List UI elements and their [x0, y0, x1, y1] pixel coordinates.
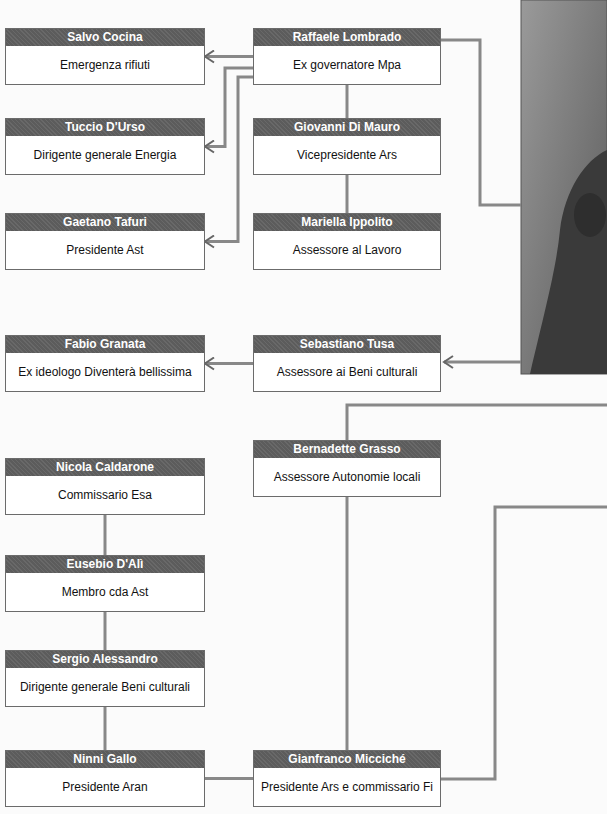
leader-line — [441, 507, 607, 779]
role-text: Ex governatore Mpa — [254, 46, 440, 84]
role-text: Ex ideologo Diventerà bellissima — [6, 353, 204, 391]
connector — [205, 55, 253, 58]
person-box: Ninni GalloPresidente Aran — [5, 750, 205, 807]
person-name: Bernadette Grasso — [254, 441, 440, 458]
person-name: Mariella Ippolito — [254, 214, 440, 231]
photo — [521, 0, 607, 374]
role-text: Commissario Esa — [6, 476, 204, 514]
person-box: Giovanni Di MauroVicepresidente Ars — [253, 118, 441, 175]
photo-figure — [574, 193, 606, 237]
person-name: Fabio Granata — [6, 336, 204, 353]
person-box: Sergio AlessandroDirigente generale Beni… — [5, 650, 205, 707]
role-text: Assessore ai Beni culturali — [254, 353, 440, 391]
person-box: Bernadette GrassoAssessore Autonomie loc… — [253, 440, 441, 497]
connector — [346, 175, 349, 213]
role-text: Presidente Ast — [6, 231, 204, 269]
person-box: Fabio GranataEx ideologo Diventerà belli… — [5, 335, 205, 392]
role-text: Dirigente generale Beni culturali — [6, 668, 204, 706]
person-name: Ninni Gallo — [6, 751, 204, 768]
role-text: Membro cda Ast — [6, 573, 204, 611]
connector — [205, 77, 253, 241]
person-name: Raffaele Lombrado — [254, 29, 440, 46]
person-name: Tuccio D'Urso — [6, 119, 204, 136]
person-box: Salvo CocinaEmergenza rifiuti — [5, 28, 205, 85]
connector — [104, 707, 107, 750]
person-name: Eusebio D'Alì — [6, 556, 204, 573]
person-name: Salvo Cocina — [6, 29, 204, 46]
leader-line — [441, 40, 521, 205]
person-name: Sebastiano Tusa — [254, 336, 440, 353]
photo-figure — [530, 150, 607, 374]
connector — [346, 497, 349, 750]
person-name: Gaetano Tafuri — [6, 214, 204, 231]
connector — [205, 777, 253, 780]
person-name: Nicola Caldarone — [6, 459, 204, 476]
connector — [346, 85, 349, 118]
leader-line — [444, 361, 521, 364]
role-text: Presidente Aran — [6, 768, 204, 806]
leader-line — [347, 405, 607, 440]
connector — [104, 515, 107, 555]
person-box: Gianfranco MiccichéPresidente Ars e comm… — [253, 750, 441, 807]
person-box: Sebastiano TusaAssessore ai Beni cultura… — [253, 335, 441, 392]
person-box: Tuccio D'UrsoDirigente generale Energia — [5, 118, 205, 175]
role-text: Dirigente generale Energia — [6, 136, 204, 174]
person-name: Giovanni Di Mauro — [254, 119, 440, 136]
role-text: Assessore al Lavoro — [254, 231, 440, 269]
person-box: Raffaele LombradoEx governatore Mpa — [253, 28, 441, 85]
person-box: Mariella IppolitoAssessore al Lavoro — [253, 213, 441, 270]
person-box: Eusebio D'AlìMembro cda Ast — [5, 555, 205, 612]
connector — [205, 362, 253, 365]
role-text: Assessore Autonomie locali — [254, 458, 440, 496]
role-text: Presidente Ars e commissario Fi — [254, 768, 440, 806]
person-name: Sergio Alessandro — [6, 651, 204, 668]
role-text: Emergenza rifiuti — [6, 46, 204, 84]
connector — [205, 68, 253, 147]
role-text: Vicepresidente Ars — [254, 136, 440, 174]
person-name: Gianfranco Micciché — [254, 751, 440, 768]
connector — [104, 612, 107, 650]
person-box: Gaetano TafuriPresidente Ast — [5, 213, 205, 270]
person-box: Nicola CaldaroneCommissario Esa — [5, 458, 205, 515]
